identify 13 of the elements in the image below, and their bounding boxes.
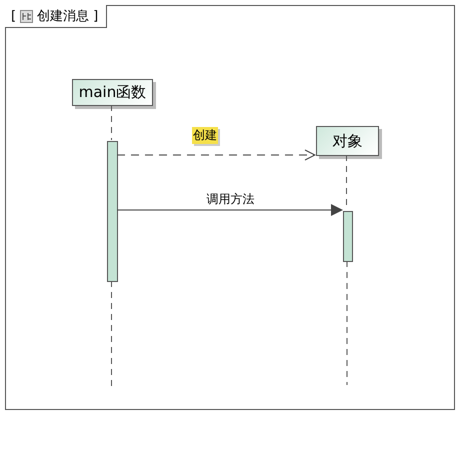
diagram-frame: [5, 5, 455, 410]
lifeline-head: 对象: [316, 126, 379, 156]
message-label: 创建: [192, 127, 218, 144]
message-arrow: [116, 204, 343, 216]
activation-bar: [107, 141, 118, 282]
bracket: ]: [93, 8, 98, 24]
activation-bar: [343, 211, 353, 262]
bracket: [: [11, 8, 16, 24]
lifeline: [346, 260, 348, 386]
frame-title: 创建消息: [37, 8, 90, 25]
lifeline-head: main函数: [72, 79, 153, 106]
lifeline: [111, 104, 112, 140]
message-arrow: [116, 150, 316, 160]
